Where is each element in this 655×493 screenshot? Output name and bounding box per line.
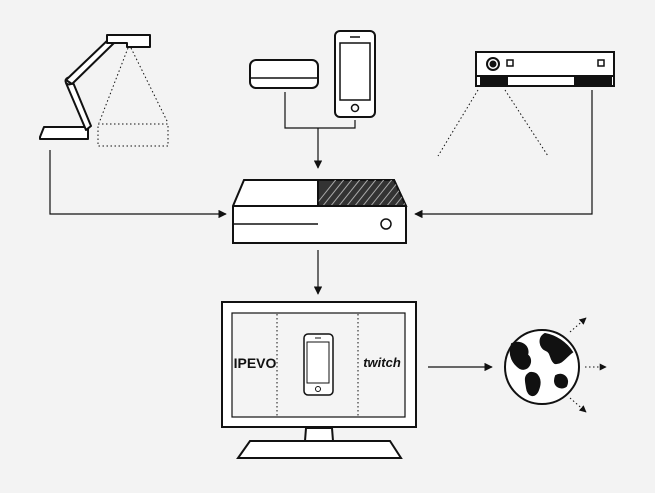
ipevo-logo-label: IPEVO bbox=[234, 355, 277, 371]
kinect-sensor-icon bbox=[437, 51, 615, 157]
media-box-icon bbox=[249, 59, 319, 89]
connection-lines bbox=[49, 90, 593, 372]
monitor-phone-icon bbox=[303, 333, 334, 396]
smartphone-icon bbox=[334, 30, 376, 118]
globe-icon bbox=[504, 329, 580, 405]
broadcast-arrows bbox=[569, 317, 607, 413]
game-console-icon bbox=[232, 179, 408, 244]
twitch-logo-label: twitch bbox=[363, 355, 401, 370]
document-camera-icon bbox=[39, 34, 169, 147]
monitor-icon bbox=[221, 301, 417, 459]
